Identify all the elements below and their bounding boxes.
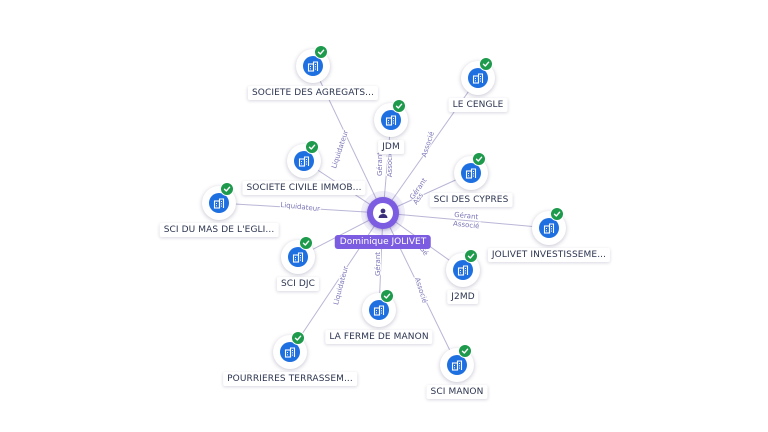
company-node-label[interactable]: SCI DU MAS DE L'EGLI... [159, 223, 279, 237]
edge-role-label: Associé [420, 131, 436, 159]
company-node-label[interactable]: SCI DJC [276, 277, 320, 291]
verified-check-icon [380, 289, 394, 303]
person-icon [373, 203, 393, 223]
building-icon [447, 355, 467, 375]
company-node-circle[interactable] [362, 289, 396, 327]
company-node-label[interactable]: J2MD [447, 290, 479, 304]
verified-check-icon [314, 45, 328, 59]
verified-check-icon [464, 249, 478, 263]
edge-n7 [382, 212, 550, 229]
company-node-circle[interactable] [273, 331, 307, 369]
company-node-circle[interactable] [446, 249, 480, 287]
company-node-circle[interactable] [296, 45, 330, 83]
edge-n6 [218, 202, 384, 214]
verified-check-icon [299, 236, 313, 250]
company-node-label[interactable]: LE CENGLE [448, 98, 508, 112]
edge-role-label: Liquidateur [280, 201, 321, 213]
company-node-label[interactable]: SOCIETE DES AGREGATS... [247, 86, 379, 100]
verified-check-icon [305, 140, 319, 154]
verified-check-icon [392, 99, 406, 113]
building-icon [294, 151, 314, 171]
building-icon [288, 247, 308, 267]
edge-role-label: Gérant [374, 252, 382, 276]
verified-check-icon [291, 331, 305, 345]
company-node-label[interactable]: SCI DES CYPRES [429, 193, 513, 207]
building-icon [461, 163, 481, 183]
edge-role-label: Gérant [454, 211, 479, 221]
company-node-circle[interactable] [461, 57, 495, 95]
building-icon [468, 68, 488, 88]
company-node-label[interactable]: SCI MANON [426, 385, 488, 399]
verified-check-icon [472, 152, 486, 166]
building-icon [369, 300, 389, 320]
company-node-circle[interactable] [287, 140, 321, 178]
company-node-label[interactable]: SOCIETE CIVILE IMMOB... [242, 181, 366, 195]
verified-check-icon [550, 207, 564, 221]
verified-check-icon [458, 344, 472, 358]
edge-role-label: Associé [413, 277, 429, 305]
company-node-circle[interactable] [374, 99, 408, 137]
company-node-label[interactable]: LA FERME DE MANON [325, 330, 433, 344]
company-node-label[interactable]: JDM [378, 140, 404, 154]
edge-role-label: Liquidateur [330, 129, 350, 169]
building-icon [280, 342, 300, 362]
building-icon [539, 218, 559, 238]
company-node-label[interactable]: JOLIVET INVESTISSEME... [487, 248, 611, 262]
building-icon [453, 260, 473, 280]
edge-role-label: Associé [453, 220, 480, 231]
company-node-circle[interactable] [440, 344, 474, 382]
edge-role-label: Gérant [376, 152, 384, 176]
company-node-label[interactable]: POURRIERES TERRASSEM... [223, 372, 357, 386]
verified-check-icon [220, 182, 234, 196]
building-icon [209, 193, 229, 213]
verified-check-icon [479, 57, 493, 71]
building-icon [381, 110, 401, 130]
company-node-circle[interactable] [454, 152, 488, 190]
company-node-circle[interactable] [281, 236, 315, 274]
person-pin[interactable] [367, 197, 399, 229]
company-node-circle[interactable] [202, 182, 236, 220]
company-node-circle[interactable] [532, 207, 566, 245]
edge-role-label: Associé [386, 151, 394, 177]
building-icon [303, 56, 323, 76]
center-person-name[interactable]: Dominique JOLIVET [334, 235, 432, 249]
